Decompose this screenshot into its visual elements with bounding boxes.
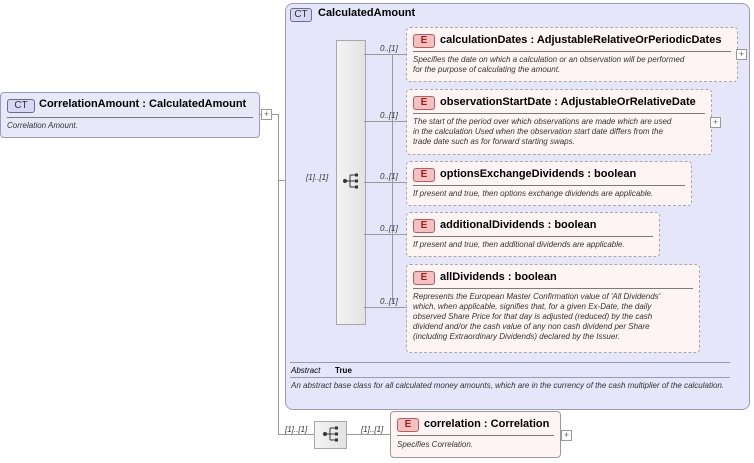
complex-type-icon: CT [7, 99, 35, 113]
element-icon: E [413, 34, 435, 48]
divider [7, 117, 253, 118]
type-separator: : [587, 168, 591, 180]
element-type: Correlation [490, 418, 550, 430]
element-cardinality: 0..[1] [380, 111, 398, 120]
divider [290, 377, 730, 378]
element-name: observationStartDate [440, 96, 552, 108]
sequence-cardinality: [1]..[1] [306, 173, 329, 182]
element-options-exchange-dividends[interactable]: E optionsExchangeDividends : boolean If … [406, 161, 692, 206]
element-calculation-dates[interactable]: E calculationDates : AdjustableRelativeO… [406, 27, 738, 82]
sequence-icon [343, 173, 358, 189]
element-name: correlation [424, 418, 481, 430]
expand-icon[interactable]: + [261, 109, 272, 120]
element-cardinality: 0..[1] [380, 44, 398, 53]
element-name: additionalDividends [440, 219, 545, 231]
root-type-name: CorrelationAmount [39, 98, 140, 110]
abstract-value: True [335, 366, 352, 375]
connector [364, 307, 406, 308]
divider [397, 435, 554, 436]
element-cardinality: 0..[1] [380, 172, 398, 181]
abstract-label: Abstract [291, 366, 321, 375]
divider [413, 185, 685, 186]
element-observation-start-date[interactable]: E observationStartDate : AdjustableOrRel… [406, 89, 712, 155]
connector [346, 434, 390, 435]
element-description: The start of the period over which obser… [413, 117, 672, 146]
element-description: Specifies Correlation. [397, 440, 474, 449]
connector [364, 182, 406, 183]
base-description: An abstract base class for all calculate… [291, 381, 725, 390]
element-type: boolean [594, 168, 637, 180]
base-type-title: CalculatedAmount [318, 7, 416, 19]
connector [278, 114, 279, 434]
connector [392, 54, 393, 302]
root-type-box[interactable]: CT CorrelationAmount : CalculatedAmount … [0, 92, 260, 138]
expand-icon[interactable]: + [736, 49, 747, 60]
element-icon: E [413, 96, 435, 110]
element-description: Specifies the date on which a calculatio… [413, 55, 685, 74]
type-separator: : [507, 271, 512, 283]
divider [413, 288, 693, 289]
element-type: AdjustableOrRelativeDate [560, 96, 696, 108]
expand-icon[interactable]: + [561, 430, 572, 441]
complex-type-icon: CT [290, 8, 312, 22]
expand-icon[interactable]: + [710, 117, 721, 128]
connector [278, 434, 314, 435]
root-type-base: CalculatedAmount [149, 98, 247, 110]
sequence-cardinality: [1]..[1] [285, 425, 308, 434]
element-type: AdjustableRelativeOrPeriodicDates [536, 34, 722, 46]
element-cardinality: [1]..[1] [361, 425, 384, 434]
element-icon: E [413, 271, 435, 285]
element-type: boolean [554, 219, 597, 231]
element-icon: E [413, 219, 435, 233]
element-icon: E [397, 418, 419, 432]
element-correlation[interactable]: E correlation : Correlation Specifies Co… [390, 411, 561, 458]
root-description: Correlation Amount. [7, 121, 78, 130]
type-separator: : [554, 96, 558, 108]
divider [413, 51, 731, 52]
divider [413, 113, 705, 114]
element-description: If present and true, then additional div… [413, 240, 625, 249]
sequence-icon [323, 426, 338, 442]
element-name: allDividends [440, 271, 505, 283]
element-additional-dividends[interactable]: E additionalDividends : boolean If prese… [406, 212, 660, 257]
element-icon: E [413, 168, 435, 182]
type-separator: : [483, 418, 488, 430]
connector [364, 54, 406, 55]
type-separator: : [142, 98, 146, 110]
connector [364, 121, 406, 122]
element-name: optionsExchangeDividends [440, 168, 585, 180]
element-all-dividends[interactable]: E allDividends : boolean Represents the … [406, 264, 700, 353]
element-description: If present and true, then options exchan… [413, 189, 654, 198]
divider [413, 236, 653, 237]
element-cardinality: 0..[1] [380, 297, 398, 306]
element-name: calculationDates [440, 34, 528, 46]
type-separator: : [547, 219, 552, 231]
connector [364, 234, 406, 235]
element-cardinality: 0..[1] [380, 224, 398, 233]
element-description: Represents the European Master Confirmat… [413, 292, 661, 341]
type-separator: : [530, 34, 535, 46]
element-type: boolean [514, 271, 557, 283]
divider [290, 362, 730, 363]
